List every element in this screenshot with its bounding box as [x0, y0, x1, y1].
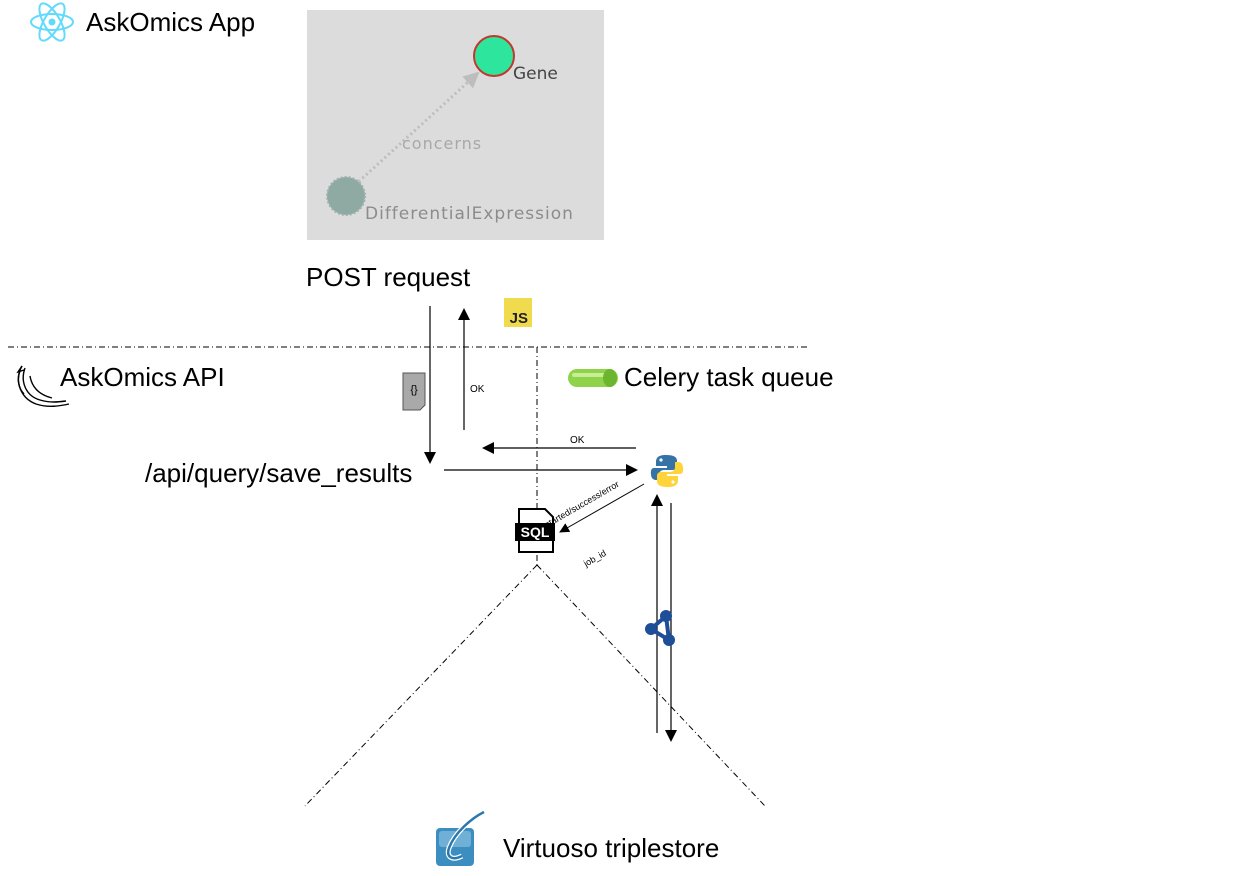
save-results-endpoint: /api/query/save_results — [145, 458, 413, 488]
svg-text:SQL: SQL — [521, 524, 550, 540]
gene-node — [473, 35, 515, 77]
diagonal-separator-right — [536, 564, 766, 807]
rdf-graph-icon — [645, 610, 675, 646]
differential-expression-node-label: DifferentialExpression — [365, 204, 574, 224]
svg-text:{}: {} — [410, 384, 418, 396]
virtuoso-logo-icon — [436, 809, 486, 866]
celery-title: Celery task queue — [624, 362, 834, 392]
differential-expression-node — [326, 176, 366, 216]
react-logo-icon — [30, 2, 74, 42]
concerns-edge — [353, 71, 480, 187]
svg-text:JS: JS — [510, 310, 528, 327]
sql-database-icon: SQL — [515, 508, 555, 553]
app-title: AskOmics App — [86, 7, 256, 37]
flask-logo-icon — [16, 365, 70, 407]
ok-up-label: OK — [470, 384, 485, 395]
celery-logo-icon — [568, 369, 618, 387]
ok-left-label: OK — [570, 435, 585, 446]
python-logo-icon — [650, 455, 684, 487]
javascript-icon: JS — [504, 298, 532, 327]
api-title: AskOmics API — [60, 362, 225, 392]
virtuoso-title: Virtuoso triplestore — [503, 833, 720, 863]
post-request-label: POST request — [306, 262, 471, 292]
json-document-icon: {} — [402, 372, 426, 411]
diagonal-separator-left — [304, 564, 538, 807]
job-status-arrow — [559, 483, 645, 533]
concerns-edge-label: concerns — [402, 134, 483, 153]
gene-node-label: Gene — [513, 64, 558, 84]
